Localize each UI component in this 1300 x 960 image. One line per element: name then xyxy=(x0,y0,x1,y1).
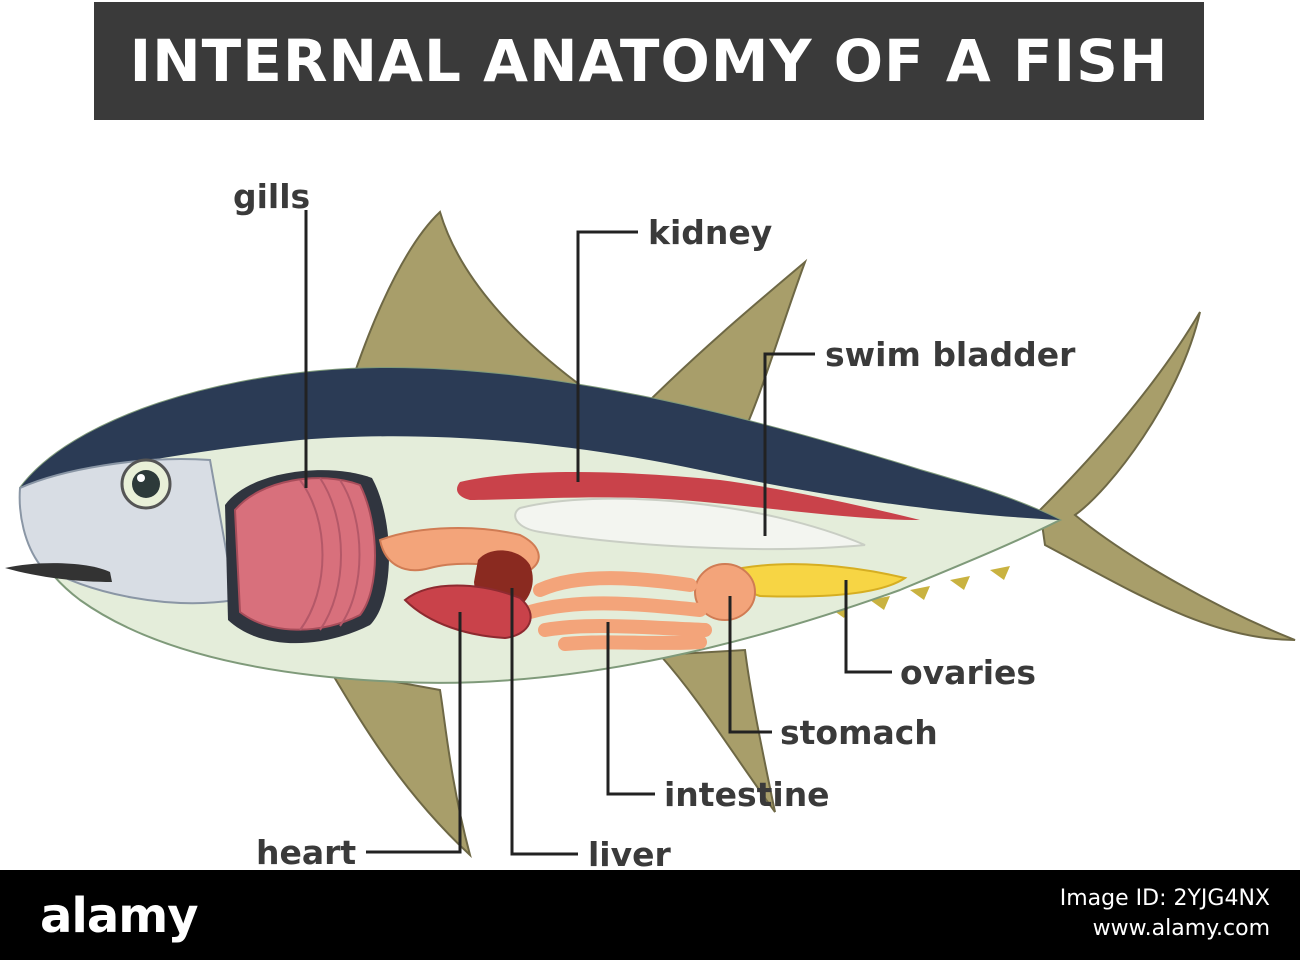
swim-bladder-label: swim bladder xyxy=(825,335,1076,374)
kidney-label: kidney xyxy=(648,213,773,252)
stomach-organ xyxy=(694,563,756,621)
liver-label: liver xyxy=(588,835,671,874)
swim-bladder-organ xyxy=(514,497,866,551)
gills-organ xyxy=(233,477,376,631)
dorsal-fin xyxy=(353,210,584,387)
intestine-organ xyxy=(523,571,712,651)
stomach-leader-line xyxy=(728,596,772,734)
gill-lines xyxy=(299,477,361,631)
stomach-label: stomach xyxy=(780,713,938,752)
kidney-organ xyxy=(457,472,920,520)
image-id-block: Image ID: 2YJG4NX www.alamy.com xyxy=(1060,884,1270,944)
mouth xyxy=(5,563,112,582)
intestine-leader-line xyxy=(606,622,655,796)
heart-leader-line xyxy=(366,612,462,854)
pelvic-fin xyxy=(328,668,472,859)
page-title: INTERNAL ANATOMY OF A FISH xyxy=(129,27,1169,95)
fish-back xyxy=(20,367,1060,520)
ovaries-leader-line xyxy=(844,580,892,674)
watermark-footer: alamy Image ID: 2YJG4NX www.alamy.com xyxy=(0,870,1300,960)
leader-lines xyxy=(304,210,892,856)
image-id-text: Image ID: 2YJG4NX xyxy=(1059,886,1270,911)
tail-fin xyxy=(1038,311,1296,641)
heart-label: heart xyxy=(256,833,357,872)
gills-label: gills xyxy=(233,177,311,216)
liver-leader-line xyxy=(510,588,578,856)
anal-fin xyxy=(657,648,776,813)
site-url: www.alamy.com xyxy=(1092,916,1270,941)
title-banner: INTERNAL ANATOMY OF A FISH xyxy=(94,2,1204,120)
second-dorsal-fin xyxy=(638,258,808,442)
intestine-label: intestine xyxy=(664,775,830,814)
swim-bladder-leader-line xyxy=(763,352,815,536)
ovaries-label: ovaries xyxy=(900,653,1037,692)
brand-logo: alamy xyxy=(40,888,199,944)
heart-organ xyxy=(403,584,532,640)
kidney-leader-line xyxy=(576,230,638,482)
